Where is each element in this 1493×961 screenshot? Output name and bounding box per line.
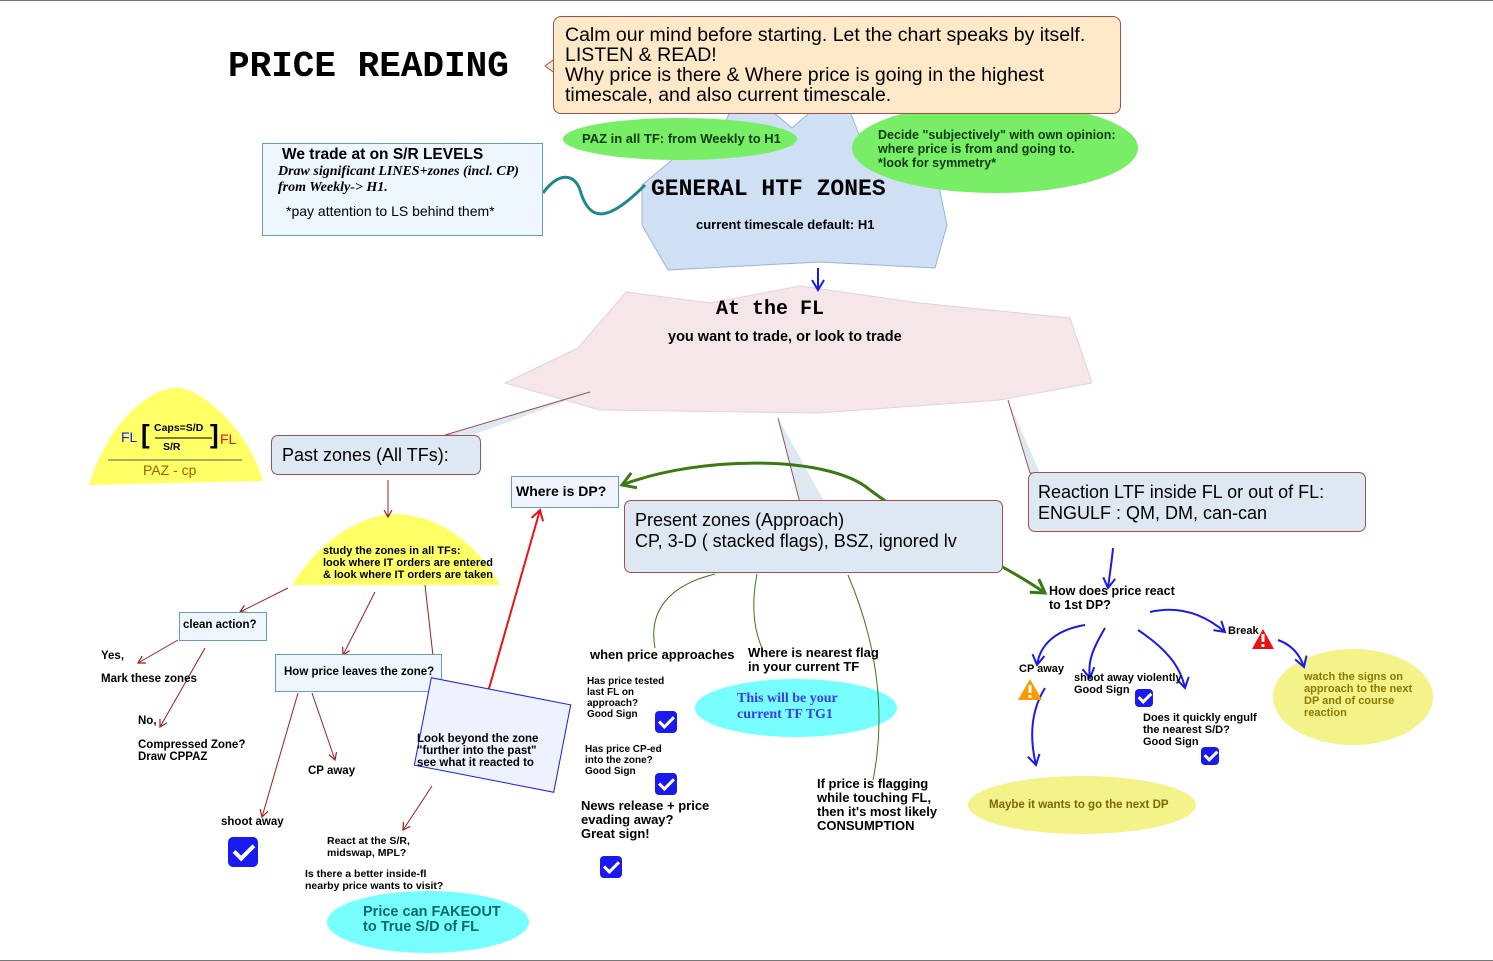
tested-check-icon (655, 711, 677, 733)
flagging-text: If price is flagging while touching FL, … (817, 776, 938, 833)
shoot-away-text: shoot away (221, 816, 284, 828)
no-text: No, (138, 715, 157, 727)
react-sr-text: React at the S/R, midswap, MPL? (327, 835, 410, 859)
htf-zones-title: GENERAL HTF ZONES (651, 176, 886, 202)
formula-bottom: PAZ - cp (143, 462, 197, 478)
page-title: PRICE READING (228, 46, 509, 87)
beyond-to-dp-arrow (481, 508, 544, 714)
cp-ed-check-icon (655, 773, 677, 795)
engulf-check-icon (1201, 747, 1219, 765)
sr-note: *pay attention to LS behind them* (286, 203, 495, 219)
cp-away-react-text: CP away (1019, 663, 1065, 675)
shoot-away-check-icon (228, 837, 258, 867)
engulf-text: Does it quickly engulf the nearest S/D? … (1143, 712, 1257, 748)
warning-orange-icon (1018, 679, 1042, 700)
formula-shape (89, 387, 263, 485)
next-dp-text: Maybe it wants to go the next DP (989, 799, 1169, 811)
approaches-text: when price approaches (590, 647, 735, 662)
past-zones-callout: Past zones (All TFs): (271, 435, 481, 475)
look-beyond-text: Look beyond the zone "further into the p… (417, 733, 539, 769)
tg1-text: This will be your current TF TG1 (737, 691, 838, 722)
clean-action-text: clean action? (183, 619, 257, 631)
how-leaves-box: How price leaves the zone? (275, 654, 442, 692)
nearest-flag-text: Where is nearest flag in your current TF (748, 645, 879, 674)
tg1-ellipse-shape (695, 679, 897, 737)
fl-title: At the FL (716, 298, 825, 321)
better-inside-text: Is there a better inside-fl nearby price… (305, 868, 444, 892)
clean-action-box: clean action? (179, 612, 267, 641)
sr-levels-box: We trade at on S/R LEVELS Draw significa… (262, 143, 543, 236)
compressed-zone-text: Compressed Zone? Draw CPPAZ (138, 739, 246, 763)
decide-ellipse-shape (852, 103, 1138, 193)
sr-italic: Draw significant LINES+zones (incl. CP) … (278, 164, 519, 195)
yes-text: Yes, (101, 650, 125, 662)
sr-connector (541, 175, 647, 216)
shoot-violently-check-icon (1135, 689, 1153, 707)
reaction-ltf-text: Reaction LTF inside FL or out of FL: ENG… (1038, 482, 1325, 523)
break-text: Break (1228, 625, 1259, 637)
watch-text: watch the signs on approach to the next … (1304, 671, 1413, 719)
present-zones-text: Present zones (Approach) CP, 3-D ( stack… (635, 510, 957, 551)
sr-heading: We trade at on S/R LEVELS (282, 146, 484, 163)
paz-ellipse-text: PAZ in all TF: from Weekly to H1 (582, 131, 781, 146)
cp-ed-text: Has price CP-ed into the zone? Good Sign (585, 744, 662, 777)
formula-denominator: S/R (163, 441, 181, 453)
tested-text: Has price tested last FL on approach? Go… (587, 676, 665, 720)
cp-away-past-text: CP away (308, 765, 356, 777)
past-zones-text: Past zones (All TFs): (282, 445, 449, 465)
how-leaves-text: How price leaves the zone? (284, 666, 435, 678)
fl-shape (503, 285, 1093, 414)
fl-sub: you want to trade, or look to trade (668, 329, 902, 345)
watch-ellipse-shape (1273, 649, 1433, 745)
fakeout-text: Price can FAKEOUT to True S/D of FL (363, 904, 501, 935)
formula-fl-right: FL (220, 431, 237, 447)
where-dp-text: Where is DP? (516, 483, 607, 499)
warning-red-icon (1252, 629, 1274, 649)
how-react-text: How does price react to 1st DP? (1049, 584, 1175, 612)
news-text: News release + price evading away? Great… (581, 798, 710, 841)
study-zones-text: study the zones in all TFs: look where I… (323, 545, 493, 581)
where-dp-box: Where is DP? (511, 476, 619, 508)
reaction-ltf-callout: Reaction LTF inside FL or out of FL: ENG… (1028, 472, 1366, 532)
dp-loop-arrow (622, 461, 871, 492)
fakeout-ellipse-shape (327, 891, 529, 953)
intro-note: Calm our mind before starting. Let the c… (553, 16, 1121, 114)
intro-note-text: Calm our mind before starting. Let the c… (565, 24, 1086, 106)
present-zones-callout: Present zones (Approach) CP, 3-D ( stack… (624, 500, 1003, 573)
formula-bracket-left: [ (141, 419, 150, 449)
decide-ellipse-text: Decide "subjectively" with own opinion: … (878, 128, 1116, 170)
shoot-violently-text: shoot away violently Good Sign (1074, 672, 1182, 696)
study-shape (292, 514, 500, 585)
paz-ellipse-shape (563, 118, 797, 160)
formula-numerator: Caps=S/D (154, 422, 204, 434)
htf-zones-sub: current timescale default: H1 (696, 217, 875, 232)
next-dp-ellipse-shape (968, 776, 1196, 834)
mark-zones-text: Mark these zones (101, 673, 197, 685)
news-check-icon (600, 856, 622, 878)
formula-bracket-right: ] (210, 419, 219, 449)
formula-fl-left: FL (121, 429, 138, 445)
